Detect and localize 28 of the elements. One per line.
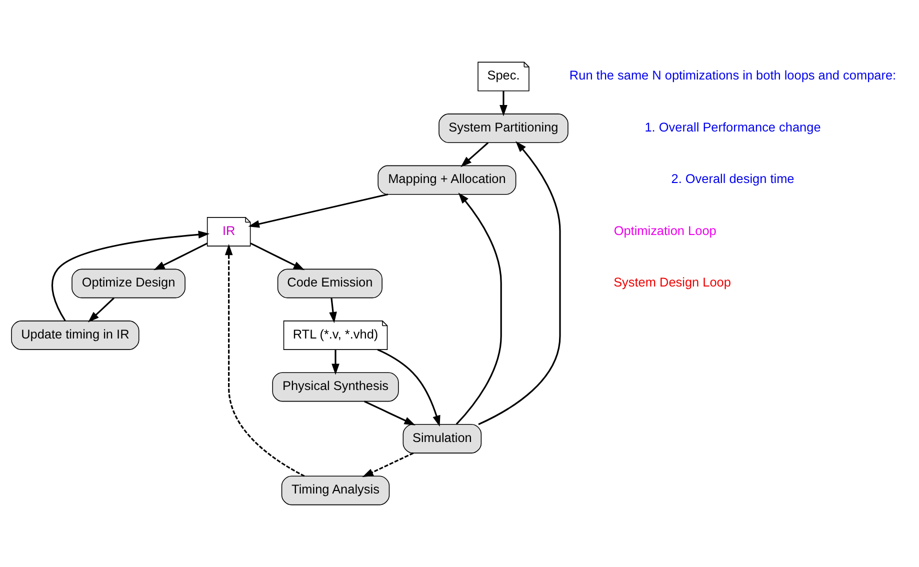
arrow [88, 297, 114, 322]
arrow [332, 350, 340, 375]
node-box: Code Emission [277, 268, 382, 298]
arrow [329, 298, 337, 324]
node-box: Physical Synthesis [272, 372, 399, 402]
node-box: Simulation [402, 424, 482, 454]
node-box: Mapping + Allocation [378, 165, 516, 195]
arrow [224, 244, 305, 477]
arrow [460, 142, 489, 168]
arrow [377, 348, 440, 427]
arrow [250, 242, 305, 270]
label: 1. Overall Performance change [644, 119, 821, 134]
node-box: Timing Analysis [281, 476, 390, 506]
label: Run the same N optimizations in both loops and compare: [569, 68, 896, 83]
arrow [362, 452, 414, 478]
node-box: System Partitioning [438, 114, 568, 143]
arrow [500, 91, 508, 116]
label: Optimization Loop [614, 222, 716, 238]
arrow [456, 192, 502, 425]
label: System Design Loop [614, 274, 731, 290]
label: 2. Overall design time [671, 171, 794, 186]
arrow [52, 230, 210, 322]
arrow [248, 194, 388, 228]
arrow [478, 141, 561, 426]
arrow [364, 400, 416, 426]
node-box: Optimize Design [72, 268, 186, 298]
arrow [154, 242, 208, 270]
node-box: Update timing in IR [11, 320, 140, 350]
